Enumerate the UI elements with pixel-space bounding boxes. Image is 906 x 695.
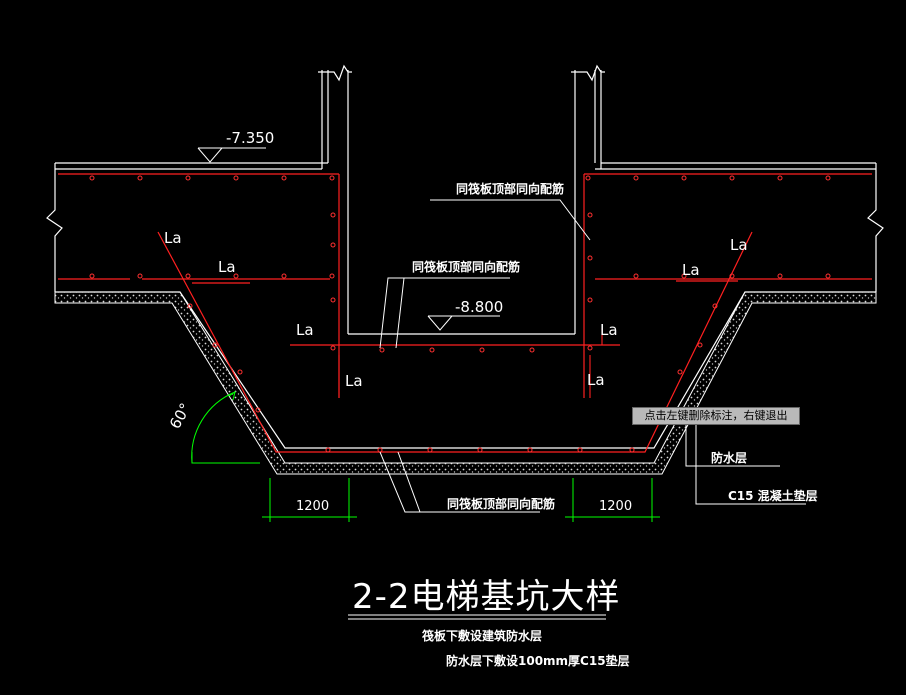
title-note-2: 防水层下敷设100mm厚C15垫层	[446, 653, 630, 668]
title-note-1: 筏板下敷设建筑防水层	[422, 628, 542, 643]
angle-annotation	[191, 390, 260, 464]
la-label: La	[600, 321, 618, 339]
la-label: La	[345, 372, 363, 390]
la-label: La	[587, 371, 605, 389]
la-label: La	[296, 321, 314, 339]
elevation-top-label: -7.350	[226, 129, 274, 147]
rebar-note-bottom: 同筏板顶部同向配筋	[447, 496, 555, 511]
dimension-left-label: 1200	[296, 499, 329, 514]
c15-cushion-layer	[54, 291, 877, 475]
cushion-layer-label: C15 混凝土垫层	[728, 488, 818, 503]
drawing-title: 2-2电梯基坑大样	[352, 577, 621, 617]
la-label: La	[218, 258, 236, 276]
anchor-lines	[338, 328, 603, 398]
dimension-right-label: 1200	[599, 499, 632, 514]
dimension-lines	[262, 478, 660, 522]
la-label: La	[730, 236, 748, 254]
elevation-pit-label: -8.800	[455, 298, 503, 316]
leader-lines	[197, 147, 806, 513]
rebar-note-top: 同筏板顶部同向配筋	[456, 181, 564, 196]
waterproof-layer-label: 防水层	[711, 450, 747, 465]
command-tooltip: 点击左键删除标注，右键退出	[632, 407, 800, 425]
rebar-dots	[89, 175, 831, 453]
la-label: La	[164, 229, 182, 247]
la-label: La	[682, 261, 700, 279]
angle-label: 60°	[166, 400, 195, 432]
rebar-note-mid: 同筏板顶部同向配筋	[412, 259, 520, 274]
concrete-outline	[46, 64, 884, 449]
